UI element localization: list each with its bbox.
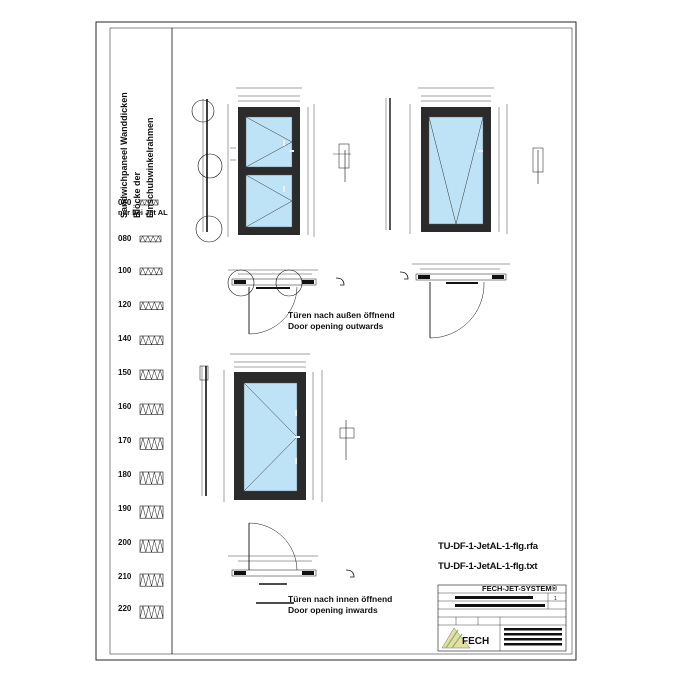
door-plan-inward bbox=[228, 522, 355, 604]
door2-swing bbox=[428, 116, 484, 225]
thickness-060: 060 bbox=[118, 198, 132, 207]
door1-swing-upper bbox=[245, 116, 293, 168]
sidebar-title-line-3: Einschubwinkelrahmen bbox=[145, 117, 155, 218]
panel-profile-200 bbox=[139, 539, 164, 553]
panel-profile-060 bbox=[139, 199, 159, 206]
door-plan-outward-2 bbox=[399, 263, 510, 339]
panel-profile-170 bbox=[139, 437, 164, 450]
door1-swing-lower bbox=[245, 174, 293, 228]
panel-profile-190 bbox=[139, 505, 164, 519]
thickness-140: 140 bbox=[118, 334, 132, 343]
door1-hinge-2 bbox=[283, 186, 285, 192]
title-block-logo-text: FECH bbox=[462, 636, 490, 647]
thickness-100: 100 bbox=[118, 266, 132, 275]
thickness-080: 080 bbox=[118, 234, 132, 243]
thickness-060-note: nur bei Jet AL bbox=[118, 208, 168, 217]
caption-outward-de: Türen nach außen öffnend bbox=[288, 310, 395, 320]
door-plan-outward-1 bbox=[227, 269, 345, 335]
door-elevation-3 bbox=[199, 353, 355, 502]
sheet-inner-border bbox=[109, 27, 573, 655]
panel-profile-210 bbox=[139, 573, 164, 587]
title-block bbox=[437, 584, 567, 652]
thickness-170: 170 bbox=[118, 436, 132, 445]
door1-glass-lower bbox=[245, 174, 293, 228]
door1-glass-upper bbox=[245, 116, 293, 168]
title-block-sheet-no: 1 bbox=[554, 596, 557, 602]
thickness-210: 210 bbox=[118, 572, 132, 581]
panel-profile-140 bbox=[139, 335, 164, 346]
door2-glass bbox=[428, 116, 484, 225]
sidebar-title: Sandwichpaneel Wanddicken Blöcke der Ein… bbox=[118, 52, 168, 222]
panel-profiles bbox=[139, 199, 164, 619]
door-elevation-2 bbox=[385, 87, 544, 234]
caption-inward-en: Door opening inwards bbox=[288, 605, 378, 615]
thickness-200: 200 bbox=[118, 538, 132, 547]
title-block-brand: FECH-JET-SYSTEM® bbox=[482, 584, 558, 593]
caption-inward-de: Türen nach innen öffnend bbox=[288, 594, 393, 604]
thickness-160: 160 bbox=[118, 402, 132, 411]
sheet-border bbox=[95, 21, 577, 661]
panel-profile-080 bbox=[139, 235, 162, 243]
panel-profile-220 bbox=[139, 605, 164, 619]
thickness-180: 180 bbox=[118, 470, 132, 479]
file-name-txt: TU-DF-1-JetAL-1-flg.txt bbox=[438, 561, 538, 572]
caption-outward-en: Door opening outwards bbox=[288, 321, 384, 331]
door1-hinge-1 bbox=[283, 140, 285, 146]
thickness-150: 150 bbox=[118, 368, 132, 377]
panel-profile-160 bbox=[139, 403, 164, 416]
thickness-120: 120 bbox=[118, 300, 132, 309]
door-elevation-1 bbox=[191, 87, 351, 243]
panel-profile-180 bbox=[139, 471, 164, 485]
thickness-220: 220 bbox=[118, 604, 132, 613]
door1-handle bbox=[289, 150, 294, 152]
panel-profile-150 bbox=[139, 369, 164, 381]
panel-profile-100 bbox=[139, 267, 163, 276]
file-name-rfa: TU-DF-1-JetAL-1-flg.rfa bbox=[438, 541, 538, 552]
thickness-190: 190 bbox=[118, 504, 132, 513]
door3-glass bbox=[243, 382, 298, 492]
panel-profile-120 bbox=[139, 301, 164, 311]
